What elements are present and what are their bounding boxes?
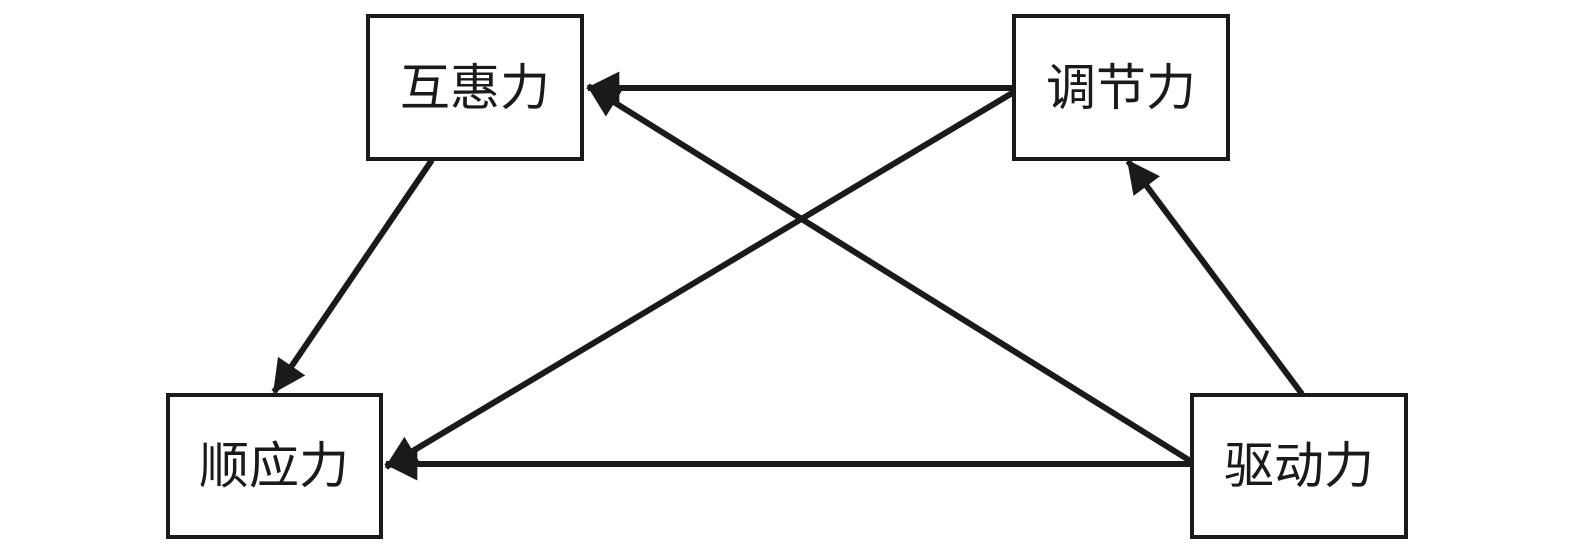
node-box	[1012, 14, 1230, 161]
edge-mutual-benefit-to-adaptation	[271, 158, 435, 394]
node-adaptation: 顺应力	[166, 393, 383, 539]
edge-driving-to-mutual-benefit	[586, 83, 1194, 465]
node-box	[366, 14, 584, 161]
edge-driving-to-regulation	[1125, 159, 1305, 396]
node-box	[1190, 393, 1408, 539]
node-label: 互惠力	[400, 59, 550, 117]
node-box	[166, 393, 383, 539]
node-label: 顺应力	[199, 437, 349, 495]
edge-regulation-to-adaptation	[384, 89, 1016, 470]
edge-group	[271, 71, 1305, 481]
node-label: 调节力	[1046, 59, 1196, 117]
node-driving: 驱动力	[1190, 393, 1408, 539]
node-mutual-benefit: 互惠力	[366, 14, 584, 161]
node-label: 驱动力	[1224, 437, 1374, 495]
node-regulation: 调节力	[1012, 14, 1230, 161]
